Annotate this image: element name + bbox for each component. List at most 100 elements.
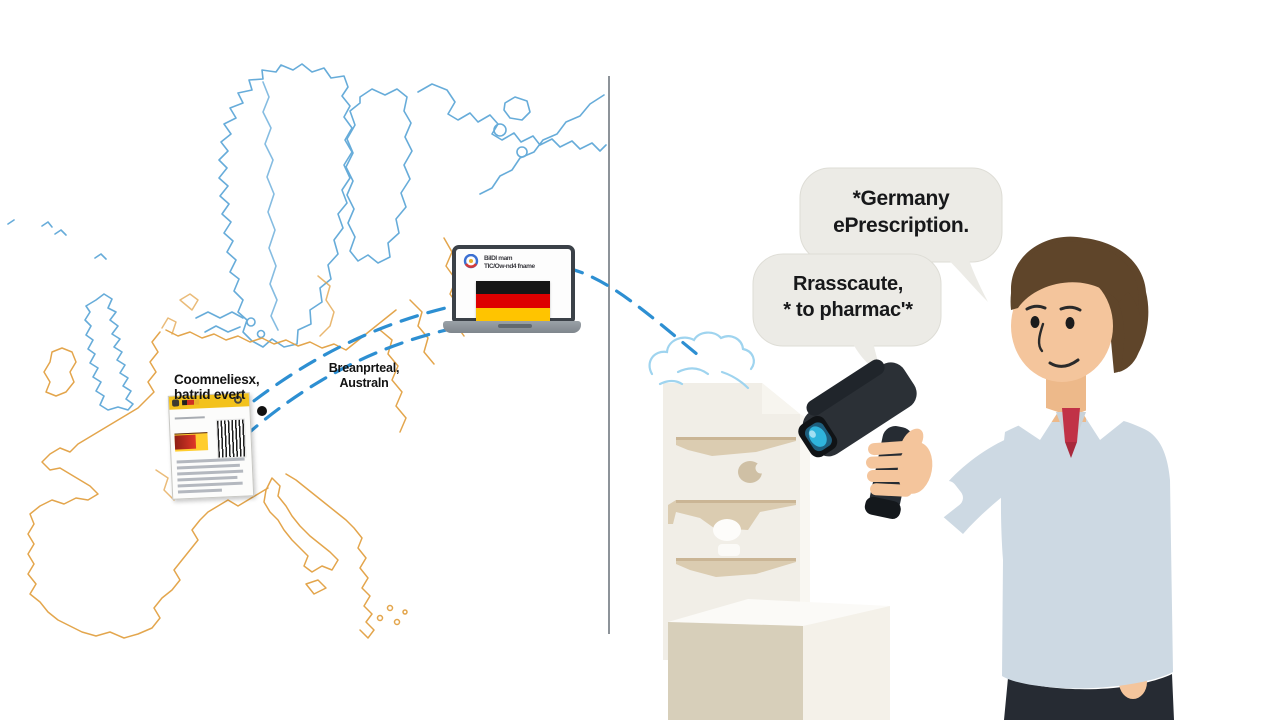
shirt-collar-left — [1010, 400, 1058, 440]
pharmacist-figure — [798, 236, 1174, 720]
map-scandinavia-outline — [218, 63, 353, 348]
laptop-icon: BilDl mam TIC/Ow-nd4 fname — [452, 245, 575, 322]
laptop-notch — [498, 324, 532, 328]
map-islet — [41, 221, 53, 228]
counter-top — [668, 599, 890, 626]
shelf-band-edge — [676, 437, 796, 440]
map-greek-isle — [402, 609, 408, 615]
pharmacist-pants — [1004, 674, 1174, 720]
laptop-screen-text-1: BilDl mam — [484, 255, 513, 262]
map-greek-isle — [376, 614, 384, 622]
counter-side — [803, 606, 890, 720]
mouth-smile — [1048, 358, 1080, 368]
cloud-doodle-icon — [648, 331, 755, 390]
map-label-prescription: Coomneliesx, batrid evert — [174, 372, 294, 402]
map-islet — [54, 229, 67, 236]
card-text-line — [177, 469, 244, 476]
map-island-squiggle — [503, 96, 531, 121]
pharmacist-head — [1010, 236, 1149, 382]
flag-stripe-red — [476, 294, 550, 308]
map-islet — [94, 253, 107, 260]
finger — [870, 483, 912, 497]
hair-side — [1118, 292, 1143, 372]
map-greek-isle — [393, 618, 401, 626]
tie-tip — [1065, 442, 1077, 458]
tie-icon — [1062, 408, 1080, 442]
map-label-prescription-line1: Coomneliesx, — [174, 372, 260, 387]
shelf-band-edge — [676, 558, 796, 561]
map-label-route-line2: Australn — [339, 376, 389, 390]
shelf-white-blob — [713, 519, 741, 541]
map-balkans-coast — [285, 473, 375, 639]
speech-bubble-top-text: *Germany ePrescription. — [802, 185, 1000, 239]
shirt-collar-right — [1082, 398, 1130, 440]
scanner-grip-cap — [864, 496, 901, 519]
bubble-bottom-line1: Rrasscaute, — [792, 273, 904, 295]
map-lake — [516, 146, 528, 158]
map-sicily — [305, 579, 327, 595]
flag-stripe-black — [476, 281, 550, 295]
sleeve-cuff — [923, 480, 963, 520]
hair-front — [1010, 241, 1139, 324]
card-flag-red — [174, 434, 197, 450]
shelf-side-panel — [800, 414, 810, 660]
shelf-band — [676, 558, 796, 577]
map-greek-isle — [386, 604, 394, 612]
health-app-logo-icon — [463, 254, 479, 269]
map-baltic-states-border — [317, 275, 335, 337]
shelf-white-blob — [718, 544, 740, 556]
shelf-cut-corner — [762, 383, 800, 414]
flag-stripe-gold — [476, 307, 550, 321]
laptop-base — [443, 321, 581, 333]
card-subline — [174, 416, 205, 420]
speech-bubble-bottom — [752, 253, 942, 372]
card-text-line — [177, 481, 243, 488]
shelf-band-edge — [676, 500, 796, 503]
origin-dot-icon — [257, 406, 267, 416]
shelf-blob-bite — [755, 462, 767, 474]
card-flag-block — [174, 432, 209, 452]
map-ireland-outline — [43, 347, 77, 397]
speech-bubble-bottom-text: Rrasscaute, * to pharmac'* — [756, 271, 940, 323]
face — [1011, 270, 1113, 382]
map-britain-outline — [84, 293, 134, 411]
card-text-line — [176, 463, 240, 470]
counter-front — [668, 622, 803, 720]
eye-left — [1030, 316, 1040, 328]
route-arc-right — [564, 266, 700, 357]
eprescription-card-icon — [167, 392, 255, 500]
map-italy-outline — [263, 477, 339, 573]
pharmacy-counter — [668, 599, 890, 720]
scene-divider-line — [608, 76, 610, 634]
map-finland-outline — [345, 88, 413, 264]
eye-right — [1065, 317, 1075, 329]
eyebrow-left — [1025, 304, 1047, 311]
map-label-route-line1: Breanprteal, — [328, 361, 400, 375]
map-islet — [7, 219, 15, 225]
bubble-top-line1: *Germany — [852, 187, 950, 210]
map-blue-coastlines — [7, 63, 607, 411]
scanner-ridge — [806, 359, 885, 416]
map-east-border — [379, 329, 407, 433]
map-northeast-coast — [417, 83, 607, 152]
eyebrow-right — [1059, 305, 1082, 312]
shelf-band — [676, 437, 796, 456]
finger — [868, 440, 912, 456]
laptop-screen-text-2: TIC/Ow-nd4 fname — [484, 263, 535, 270]
map-orange-coastlines — [27, 237, 489, 639]
barcode-icon — [215, 418, 247, 459]
map-east-border — [409, 299, 435, 365]
speech-bubbles — [752, 167, 1003, 372]
map-west-coast — [27, 331, 269, 639]
map-lake — [493, 123, 507, 137]
route-arc-outer — [230, 300, 474, 420]
shelf-band — [668, 500, 796, 530]
thumb — [900, 428, 924, 456]
finger — [867, 470, 912, 482]
scanner-hand — [866, 428, 933, 497]
card-text-line — [177, 488, 222, 494]
map-label-route: Breanprteal, Australn — [314, 361, 414, 391]
pharmacist-arm-sleeve — [933, 434, 1028, 534]
